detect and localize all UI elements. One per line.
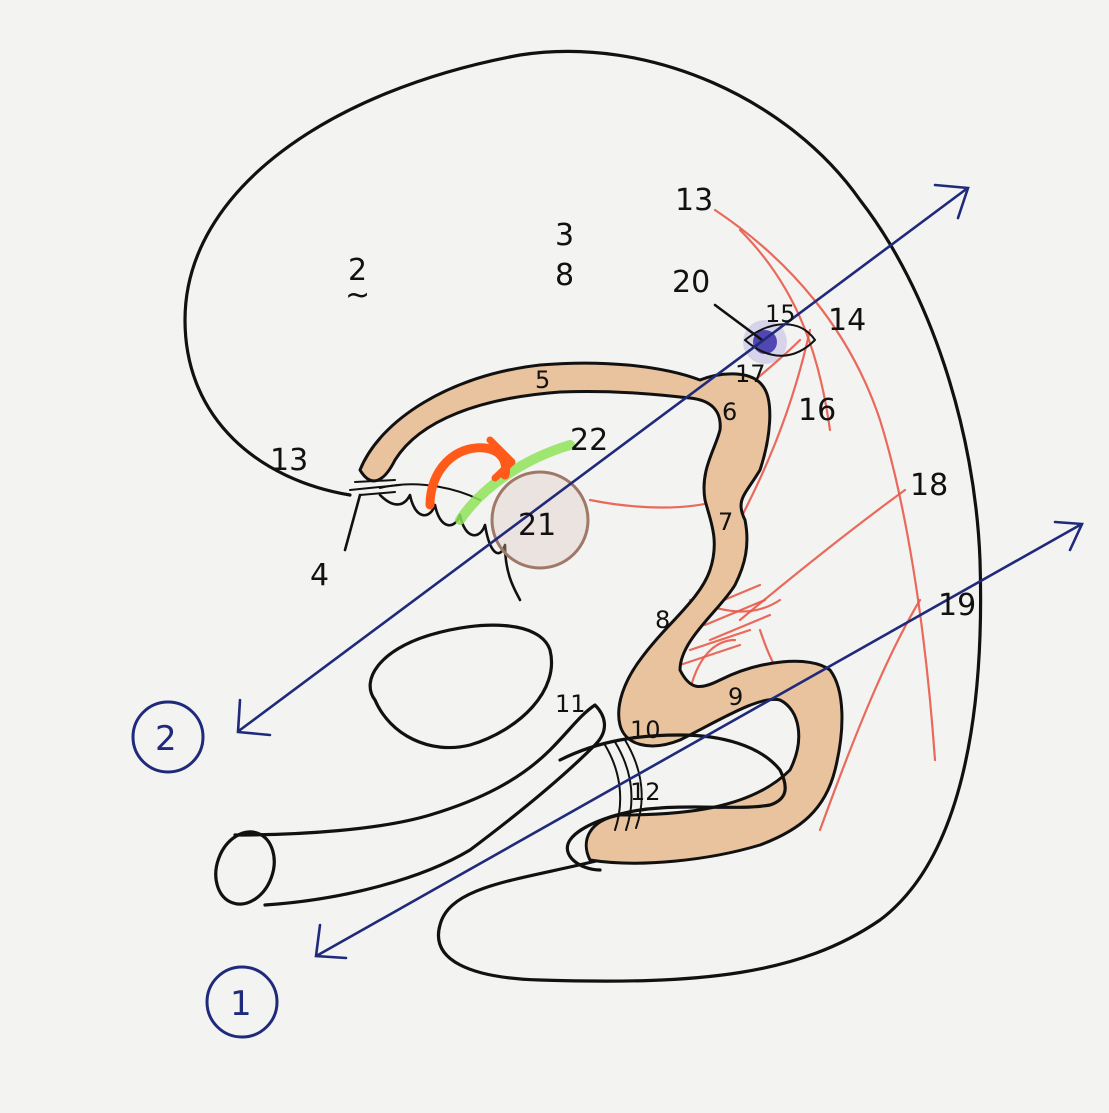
label-19: 19	[938, 588, 976, 623]
label-15: 15	[765, 300, 796, 328]
label-5: 5	[535, 366, 550, 394]
cut-marker-2: 2	[155, 719, 177, 759]
label-17: 17	[735, 360, 766, 388]
cut-marker-2-ring	[131, 700, 205, 774]
label-7: 7	[718, 508, 733, 536]
orange-arrowhead	[486, 436, 516, 482]
label-2-tilde: ~	[345, 278, 370, 313]
label-13-top: 13	[675, 183, 713, 218]
label-22: 22	[570, 423, 608, 458]
label-9: 9	[728, 683, 743, 711]
section-line-2	[236, 183, 970, 737]
orange-arrow	[425, 443, 511, 510]
hatched-mark	[349, 479, 401, 496]
body-outline	[183, 49, 983, 983]
cut-marker-1: 1	[230, 984, 252, 1024]
pointer-4	[343, 493, 362, 552]
label-3: 3	[555, 218, 574, 253]
tube-structure	[358, 361, 844, 865]
label-12: 12	[630, 778, 661, 806]
label-10: 10	[630, 716, 661, 744]
cut-marker-1-ring	[205, 965, 279, 1039]
upper-limb-tube	[233, 703, 606, 907]
label-14: 14	[828, 303, 866, 338]
label-16: 16	[798, 393, 836, 428]
section-line-1	[314, 520, 1084, 960]
tube-end	[214, 830, 276, 906]
left-loop	[368, 623, 554, 750]
label-8-top: 8	[555, 258, 574, 293]
eye-shape	[744, 323, 816, 357]
label-11: 11	[555, 690, 586, 718]
label-20: 20	[672, 265, 710, 300]
label-8: 8	[655, 606, 670, 634]
label-6: 6	[722, 398, 737, 426]
number-labels: 2 ~ 3 8 13 20 14 15 17 16 5 6 7 8 9 10 1…	[270, 183, 976, 806]
label-2: 2	[348, 253, 367, 288]
label-18: 18	[910, 468, 948, 503]
label-13-left: 13	[270, 443, 308, 478]
label-21: 21	[518, 508, 556, 543]
lower-tube	[558, 733, 787, 872]
label-4: 4	[310, 558, 329, 593]
circle-21	[490, 470, 590, 570]
